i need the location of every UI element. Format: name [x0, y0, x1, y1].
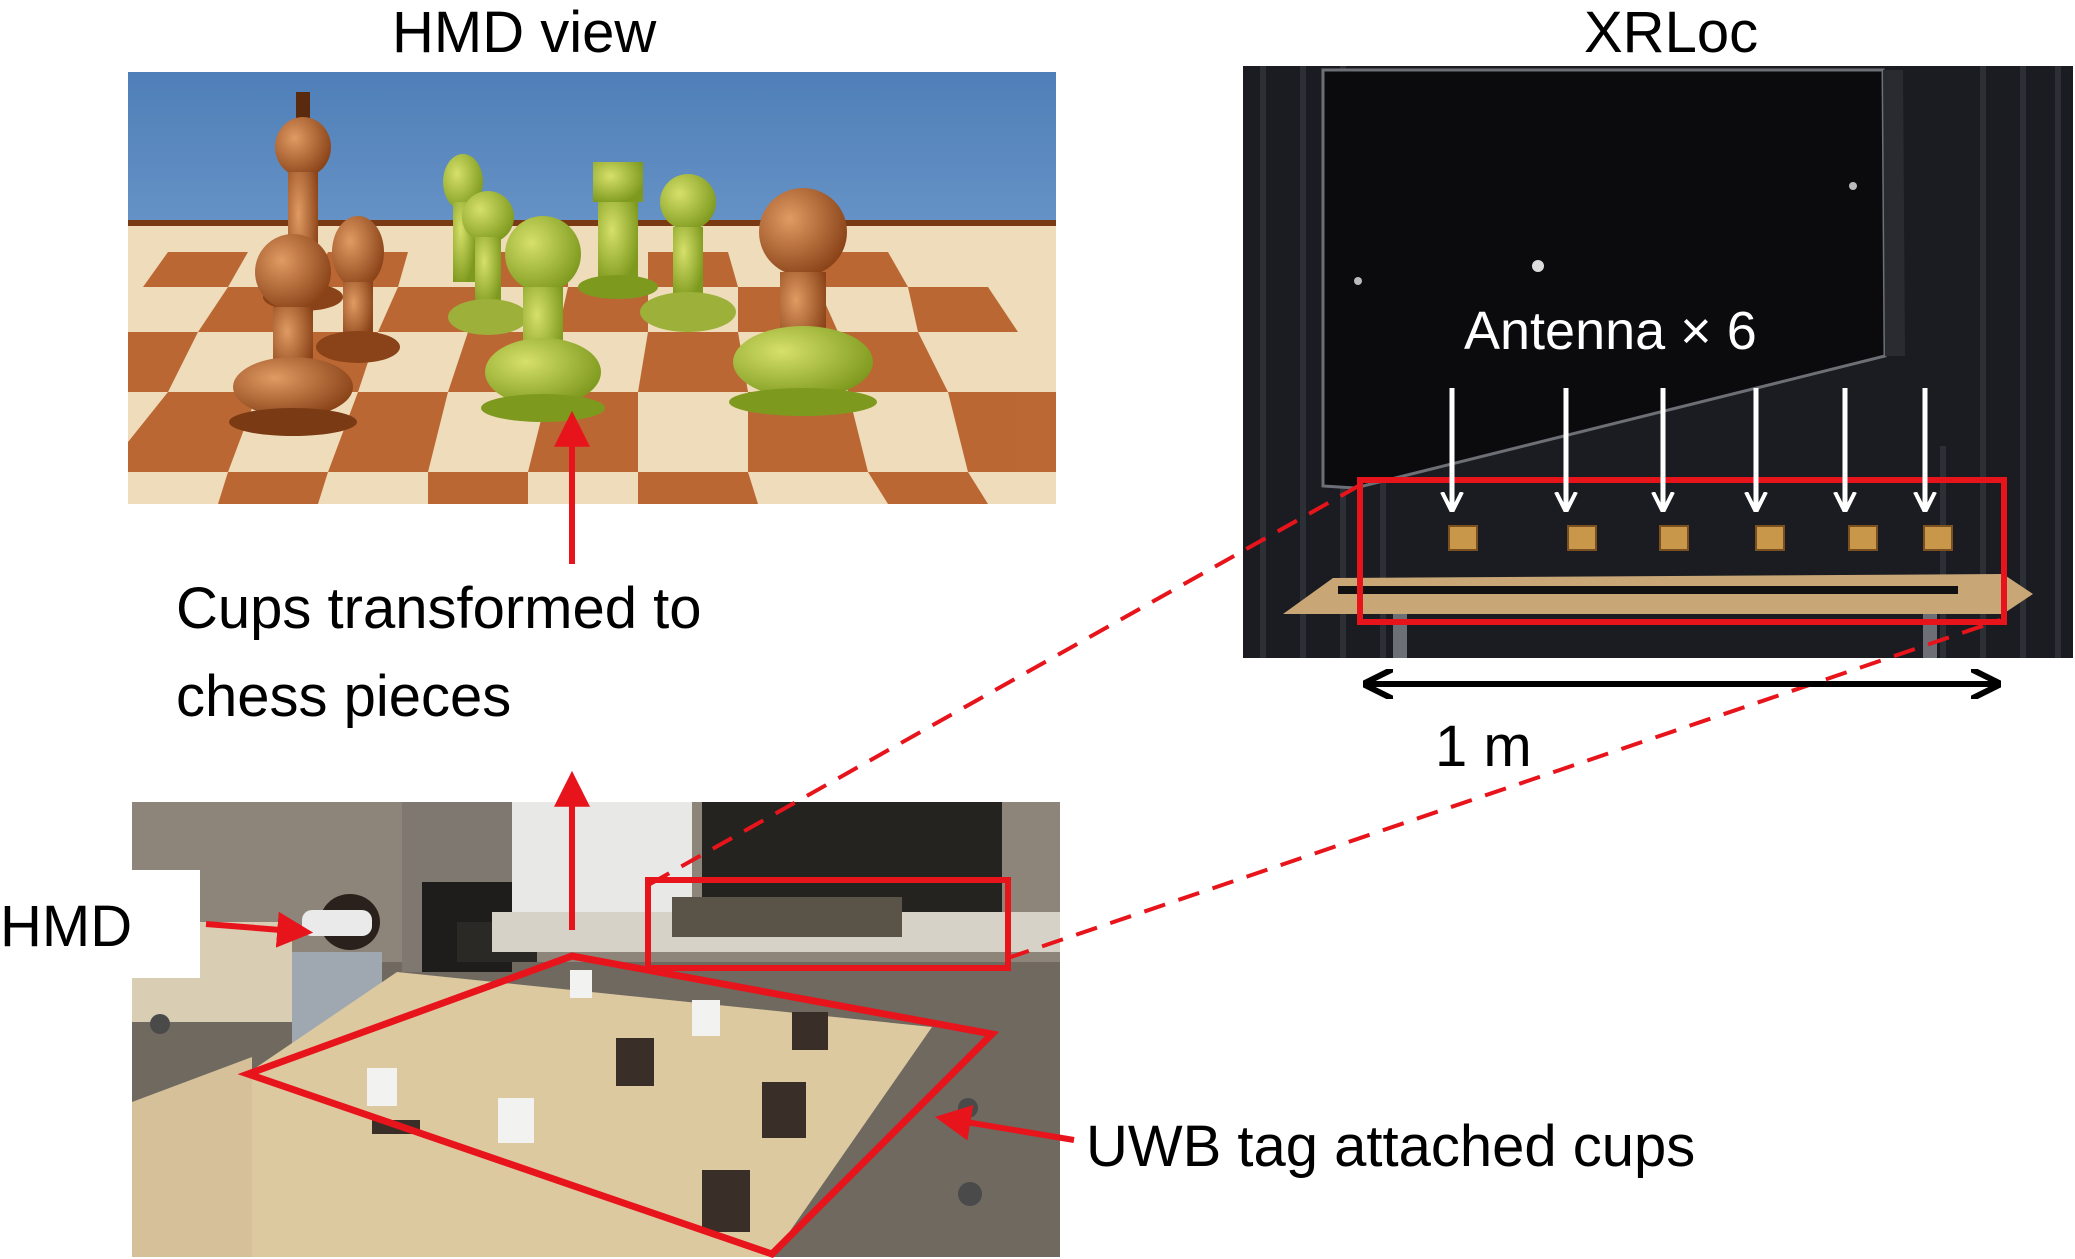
room-image — [132, 802, 1060, 1257]
hmd-label-text: HMD — [0, 894, 133, 959]
uwb-tag-label: UWB tag attached cups — [1086, 1114, 1696, 1179]
xrloc-title: XRLoc — [1584, 0, 1759, 65]
distance-label: 1 m — [1435, 714, 1532, 779]
xrloc-image — [1243, 66, 2073, 658]
cups-transformed-line2: chess pieces — [176, 664, 512, 729]
hmd-view-title: HMD view — [392, 0, 657, 65]
zoom-connector-bottom — [1007, 618, 2001, 960]
hmd-view-image — [128, 72, 1056, 504]
cups-transformed-line1: Cups transformed to — [176, 576, 702, 641]
hmd-label: HMD — [0, 870, 200, 978]
antenna-label: Antenna × 6 — [1464, 301, 1757, 361]
